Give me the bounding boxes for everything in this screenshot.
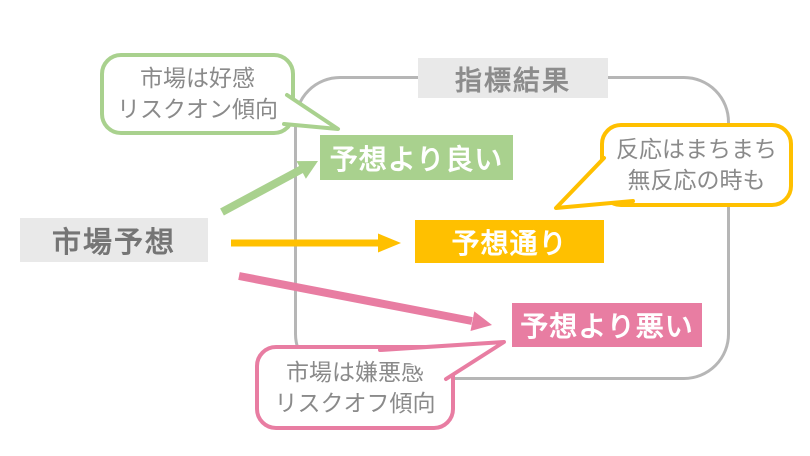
arrow-better-line <box>220 165 304 216</box>
bubble-mixed: 反応はまちまち 無反応の時も <box>600 123 793 207</box>
bubble-risk-on: 市場は好感 リスクオン傾向 <box>100 53 295 135</box>
outcome-better-label: 予想より良い <box>329 143 504 175</box>
outcome-as-expected-box: 予想通り <box>415 220 604 263</box>
outcome-worse-box: 予想より悪い <box>512 303 702 347</box>
bubble-risk-off-line1: 市場は嫌悪感 <box>286 358 424 385</box>
outcome-as-expected-label: 予想通り <box>451 227 568 259</box>
source-box: 市場予想 <box>20 218 208 262</box>
bubble-risk-on-line1: 市場は好感 <box>140 65 255 91</box>
bubble-mixed-line2: 無反応の時も <box>627 167 766 193</box>
source-label: 市場予想 <box>51 227 176 259</box>
bubble-mixed-line1: 反応はまちまち <box>616 136 777 162</box>
bubble-risk-off: 市場は嫌悪感 リスクオフ傾向 <box>255 345 455 430</box>
outcome-better-box: 予想より良い <box>320 135 513 180</box>
result-title-label: 指標結果 <box>455 65 571 96</box>
bubble-risk-off-line2: リスクオフ傾向 <box>274 389 436 416</box>
outcome-worse-label: 予想より悪い <box>520 311 694 342</box>
bubble-risk-on-line2: リスクオン傾向 <box>117 96 278 122</box>
result-title-box: 指標結果 <box>418 58 608 98</box>
